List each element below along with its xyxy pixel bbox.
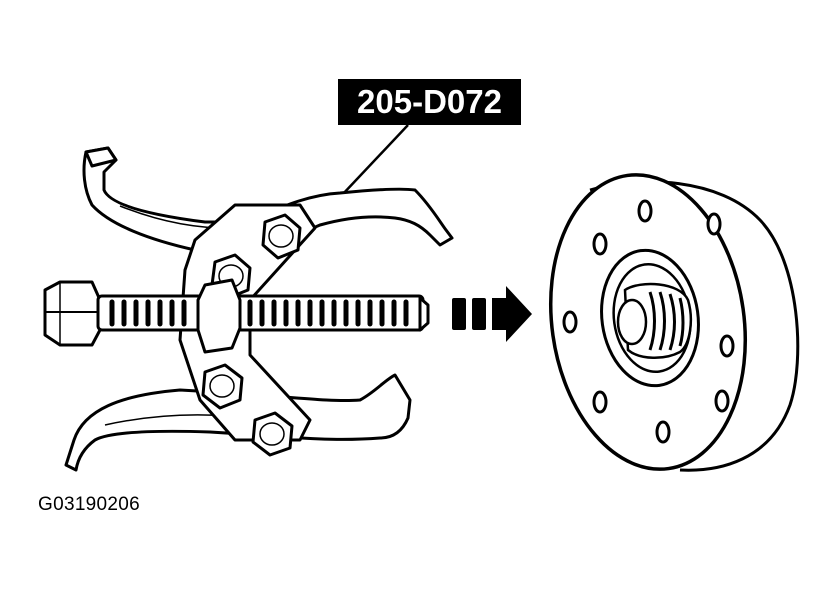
bolt-hole	[714, 389, 730, 413]
upper-jaw-tip	[84, 146, 118, 168]
arrow-dash-2	[472, 298, 486, 330]
bolt-hole	[592, 390, 608, 414]
forcing-screw-head	[43, 280, 102, 347]
bolt-hole	[637, 199, 653, 223]
bolt-hole	[706, 212, 722, 236]
screw-contact-point	[616, 298, 648, 346]
upper-pivot-bolt	[261, 213, 302, 260]
screw-tip	[418, 296, 430, 332]
arrow-dash-1	[452, 298, 466, 330]
flange-bolt-holes	[562, 199, 735, 444]
bolt-hole	[562, 310, 578, 334]
callout-leader-line	[341, 124, 409, 196]
bolt-hole	[655, 420, 671, 444]
direction-arrow	[452, 286, 532, 342]
flange-rim-edge	[589, 180, 800, 472]
bolt-hole	[592, 232, 608, 256]
tool-number-callout: 205-D072	[338, 79, 521, 125]
arrow-head	[492, 286, 532, 342]
figure-id-label: G03190206	[38, 494, 141, 515]
upper-jaw-arm	[82, 146, 454, 257]
stub-threads	[648, 291, 685, 351]
center-lower-bolt	[201, 363, 244, 410]
center-nut	[196, 278, 242, 354]
lower-pivot-bolt	[251, 411, 294, 457]
bolt-hole	[719, 334, 735, 358]
screw-threads	[109, 299, 409, 327]
